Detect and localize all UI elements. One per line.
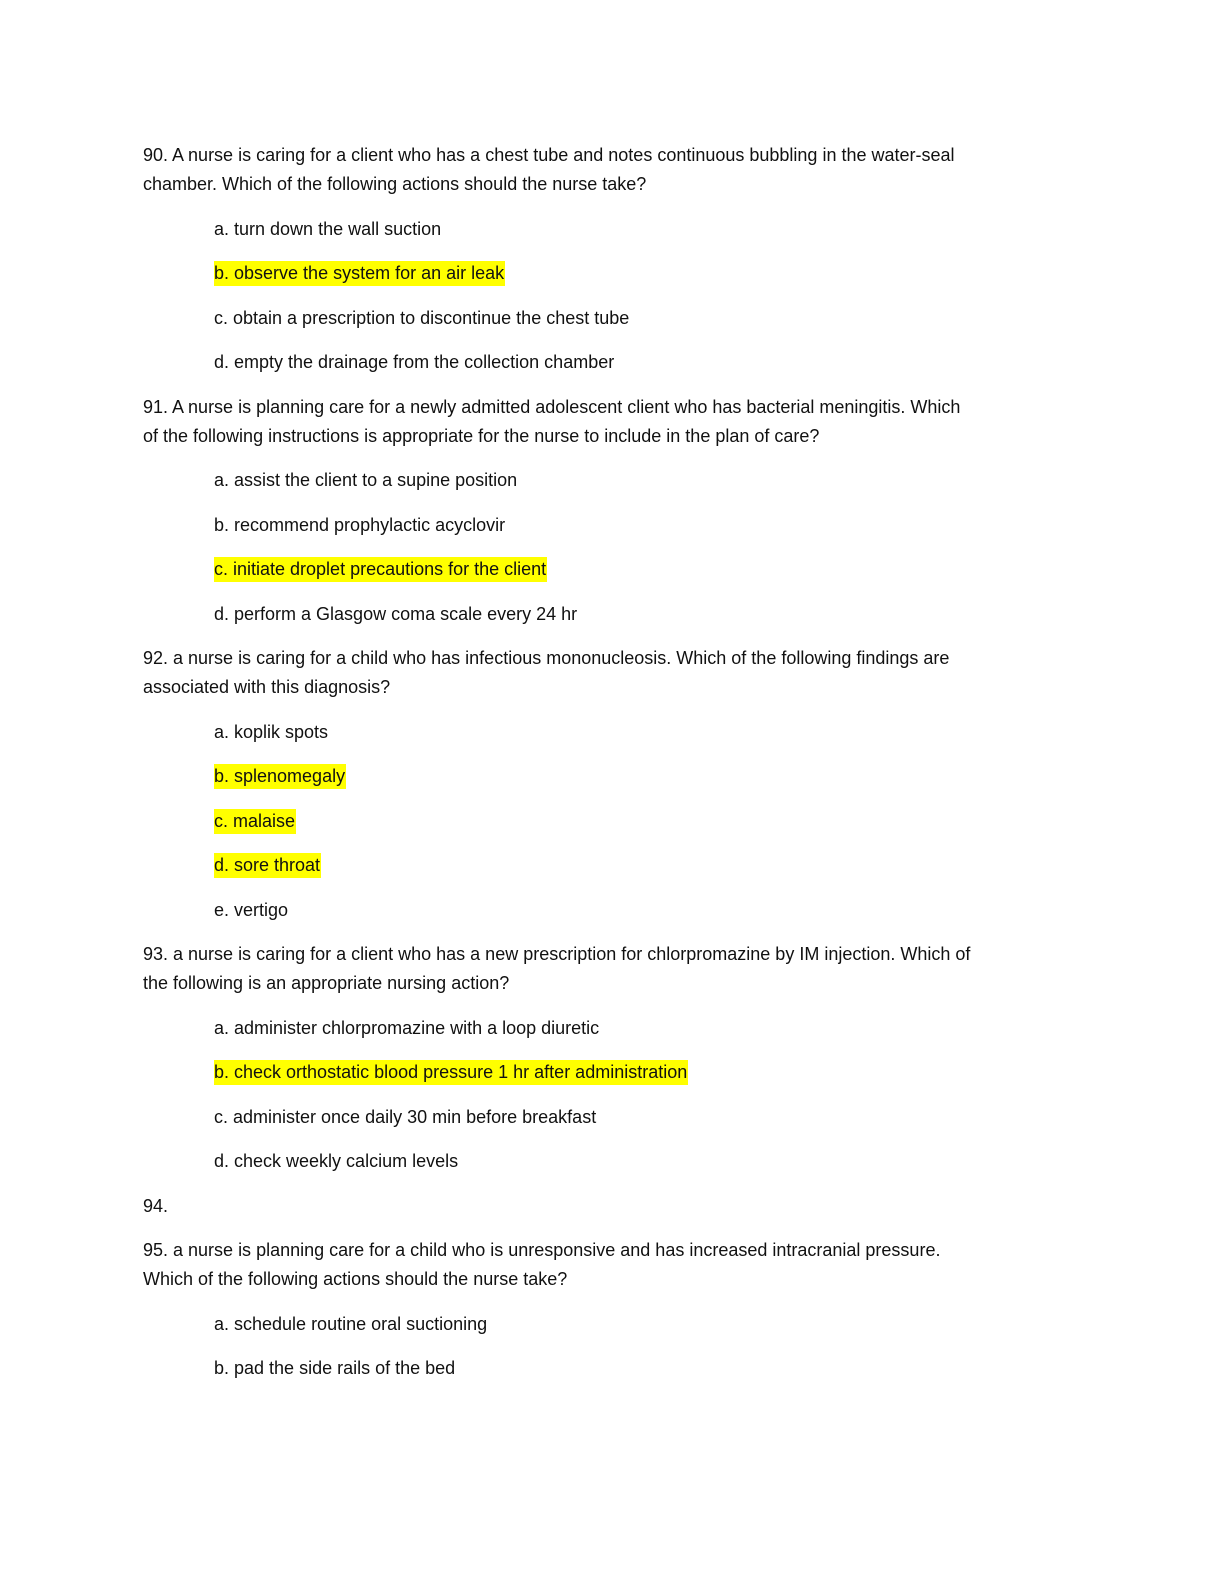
question-line: associated with this diagnosis?: [143, 677, 391, 697]
answer-option: b. observe the system for an air leak: [214, 259, 1103, 288]
answer-text: c. obtain a prescription to discontinue …: [214, 307, 630, 328]
answer-option: d. perform a Glasgow coma scale every 24…: [214, 600, 1103, 629]
answer-text: b. pad the side rails of the bed: [214, 1358, 456, 1378]
answer-option: c. administer once daily 30 min before b…: [214, 1103, 1103, 1132]
answer-text: d. perform a Glasgow coma scale every 24…: [214, 603, 578, 624]
highlighted-answer-text: c. initiate droplet precautions for the …: [214, 557, 548, 582]
answer-option: a. turn down the wall suction: [214, 215, 1103, 244]
answer-option: c. obtain a prescription to discontinue …: [214, 304, 1103, 333]
answer-option: d. sore throat: [214, 851, 1103, 880]
question-line: 92. a nurse is caring for a child who ha…: [143, 648, 950, 668]
question-line: chamber. Which of the following actions …: [143, 174, 647, 194]
question-line: 90. A nurse is caring for a client who h…: [143, 145, 955, 165]
question-line: of the following instructions is appropr…: [143, 425, 820, 446]
answer-text: e. vertigo: [214, 899, 289, 920]
answer-option: a. administer chlorpromazine with a loop…: [214, 1014, 1103, 1043]
answer-text: a. turn down the wall suction: [214, 218, 442, 239]
question-stem: 92. a nurse is caring for a child who ha…: [143, 644, 1103, 702]
answer-option: b. recommend prophylactic acyclovir: [214, 511, 1103, 540]
answer-option: c. initiate droplet precautions for the …: [214, 555, 1103, 584]
question-line: 91. A nurse is planning care for a newly…: [143, 396, 961, 417]
answer-text: a. assist the client to a supine positio…: [214, 470, 518, 490]
answer-text: a. koplik spots: [214, 721, 329, 742]
answer-option: a. schedule routine oral suctioning: [214, 1310, 1103, 1339]
question-stem: 91. A nurse is planning care for a newly…: [143, 393, 1103, 451]
answer-option: e. vertigo: [214, 896, 1103, 925]
question-line: 93. a nurse is caring for a client who h…: [143, 944, 971, 964]
answer-text: d. empty the drainage from the collectio…: [214, 352, 615, 372]
question-line: Which of the following actions should th…: [143, 1269, 568, 1289]
question-stem: 95. a nurse is planning care for a child…: [143, 1236, 1103, 1294]
question-stem: 93. a nurse is caring for a client who h…: [143, 940, 1103, 998]
answer-option: b. pad the side rails of the bed: [214, 1354, 1103, 1383]
question-line: 94.: [143, 1195, 169, 1216]
question-stem: 90. A nurse is caring for a client who h…: [143, 141, 1103, 199]
answer-text: a. administer chlorpromazine with a loop…: [214, 1017, 600, 1038]
question-stem: 94.: [143, 1192, 1103, 1221]
document-body: 90. A nurse is caring for a client who h…: [143, 141, 1103, 1399]
answer-option: d. empty the drainage from the collectio…: [214, 348, 1103, 377]
answer-option: d. check weekly calcium levels: [214, 1147, 1103, 1176]
question-line: 95. a nurse is planning care for a child…: [143, 1240, 941, 1260]
answer-option: c. malaise: [214, 807, 1103, 836]
answer-text: a. schedule routine oral suctioning: [214, 1313, 488, 1334]
answer-text: d. check weekly calcium levels: [214, 1151, 459, 1171]
answer-option: b. check orthostatic blood pressure 1 hr…: [214, 1058, 1103, 1087]
highlighted-answer-text: b. splenomegaly: [214, 764, 347, 789]
answer-text: c. administer once daily 30 min before b…: [214, 1106, 597, 1127]
highlighted-answer-text: b. observe the system for an air leak: [214, 261, 506, 286]
answer-option: a. assist the client to a supine positio…: [214, 466, 1103, 495]
answer-option: b. splenomegaly: [214, 762, 1103, 791]
answer-text: b. recommend prophylactic acyclovir: [214, 514, 506, 535]
highlighted-answer-text: c. malaise: [214, 808, 297, 834]
question-line: the following is an appropriate nursing …: [143, 973, 510, 993]
highlighted-answer-text: d. sore throat: [214, 853, 322, 878]
answer-option: a. koplik spots: [214, 718, 1103, 747]
highlighted-answer-text: b. check orthostatic blood pressure 1 hr…: [214, 1060, 689, 1085]
